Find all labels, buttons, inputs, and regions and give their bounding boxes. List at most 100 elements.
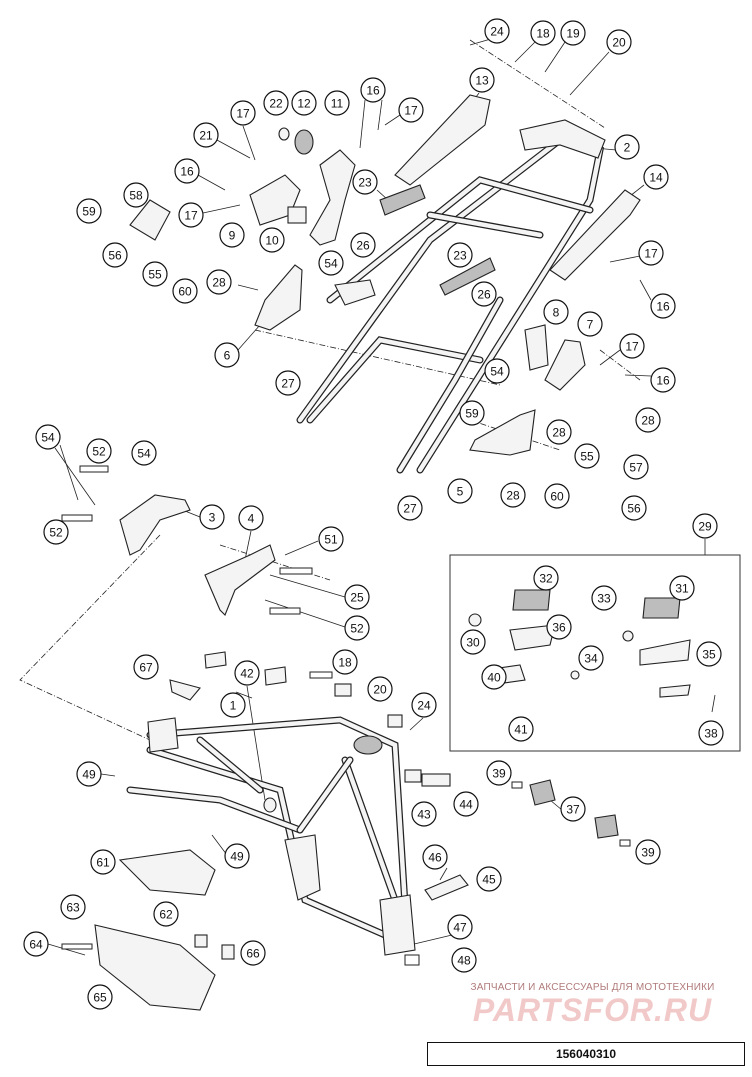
callout-54: 54 (484, 358, 510, 384)
callout-37: 37 (560, 796, 586, 822)
callout-circle (560, 20, 586, 46)
callout-number: 26 (477, 288, 491, 302)
callout-circle (411, 801, 437, 827)
callout-39: 39 (486, 760, 512, 786)
callout-10: 10 (259, 227, 285, 253)
callout-circle (447, 914, 473, 940)
callout-circle (153, 901, 179, 927)
callout-13: 13 (469, 67, 495, 93)
callout-number: 19 (566, 27, 580, 41)
callout-circle (696, 641, 722, 667)
callout-number: 54 (490, 365, 504, 379)
callout-54: 54 (131, 440, 157, 466)
callout-circle (578, 645, 604, 671)
callout-number: 26 (356, 239, 370, 253)
callout-44: 44 (453, 791, 479, 817)
callout-circle (220, 692, 246, 718)
callout-62: 62 (153, 901, 179, 927)
callout-circle (453, 791, 479, 817)
callout-circle (199, 504, 225, 530)
callout-22: 22 (263, 90, 289, 116)
callout-65: 65 (87, 984, 113, 1010)
callout-number: 65 (93, 991, 107, 1005)
callout-number: 37 (566, 803, 580, 817)
callout-number: 64 (29, 938, 43, 952)
callout-number: 28 (212, 276, 226, 290)
callout-6: 6 (214, 342, 240, 368)
callout-60: 60 (172, 278, 198, 304)
callout-circle (291, 90, 317, 116)
callout-17: 17 (638, 240, 664, 266)
watermark-logo: PARTSFOR.RU (472, 992, 713, 1028)
callout-number: 35 (702, 648, 716, 662)
callout-circle (172, 278, 198, 304)
callout-48: 48 (451, 947, 477, 973)
callout-number: 20 (612, 36, 626, 50)
callout-number: 67 (139, 661, 153, 675)
heat-shields (524, 324, 586, 391)
callout-16: 16 (174, 158, 200, 184)
callout-circle (643, 164, 669, 190)
callout-28: 28 (500, 482, 526, 508)
callout-28: 28 (546, 419, 572, 445)
callout-59: 59 (459, 400, 485, 426)
callout-25: 25 (344, 584, 370, 610)
callout-43: 43 (411, 801, 437, 827)
callout-42: 42 (234, 660, 260, 686)
callout-circle (324, 90, 350, 116)
callout-9: 9 (219, 222, 245, 248)
callout-63: 63 (60, 894, 86, 920)
callout-circle (367, 676, 393, 702)
callout-circle (219, 222, 245, 248)
callout-57: 57 (623, 454, 649, 480)
callout-circle (544, 483, 570, 509)
callout-number: 49 (82, 768, 96, 782)
callout-number: 59 (82, 205, 96, 219)
callout-24: 24 (484, 18, 510, 44)
callout-number: 52 (49, 526, 63, 540)
side-plates (394, 94, 641, 281)
callout-circle (546, 614, 572, 640)
callout-circle (178, 202, 204, 228)
callout-circle (471, 281, 497, 307)
callout-number: 30 (466, 636, 480, 650)
callout-59: 59 (76, 198, 102, 224)
callout-circle (397, 495, 423, 521)
callout-20: 20 (606, 29, 632, 55)
callout-circle (224, 843, 250, 869)
callout-circle (214, 342, 240, 368)
callout-56: 56 (102, 242, 128, 268)
callout-circle (102, 242, 128, 268)
callout-circle (76, 198, 102, 224)
callout-17: 17 (230, 100, 256, 126)
callout-number: 27 (403, 502, 417, 516)
callout-circle (90, 849, 116, 875)
callout-number: 9 (229, 229, 236, 243)
callout-14: 14 (643, 164, 669, 190)
callout-number: 46 (428, 851, 442, 865)
callout-number: 55 (580, 450, 594, 464)
callout-number: 45 (482, 873, 496, 887)
callout-number: 6 (224, 349, 231, 363)
callout-circle (623, 454, 649, 480)
callout-31: 31 (669, 575, 695, 601)
callout-circle (692, 513, 718, 539)
callout-number: 20 (373, 683, 387, 697)
callout-number: 61 (96, 856, 110, 870)
callout-number: 17 (236, 107, 250, 121)
document-number: 156040310 (555, 1047, 617, 1061)
callout-33: 33 (591, 585, 617, 611)
callout-number: 47 (453, 921, 467, 935)
callout-number: 28 (506, 489, 520, 503)
callout-60: 60 (544, 483, 570, 509)
callout-circle (635, 839, 661, 865)
callout-number: 36 (552, 621, 566, 635)
callout-circle (484, 358, 510, 384)
callout-number: 60 (178, 285, 192, 299)
callout-circle (447, 478, 473, 504)
callout-number: 31 (675, 582, 689, 596)
callout-16: 16 (650, 367, 676, 393)
callout-54: 54 (35, 424, 61, 450)
callout-17: 17 (619, 333, 645, 359)
callout-17: 17 (178, 202, 204, 228)
